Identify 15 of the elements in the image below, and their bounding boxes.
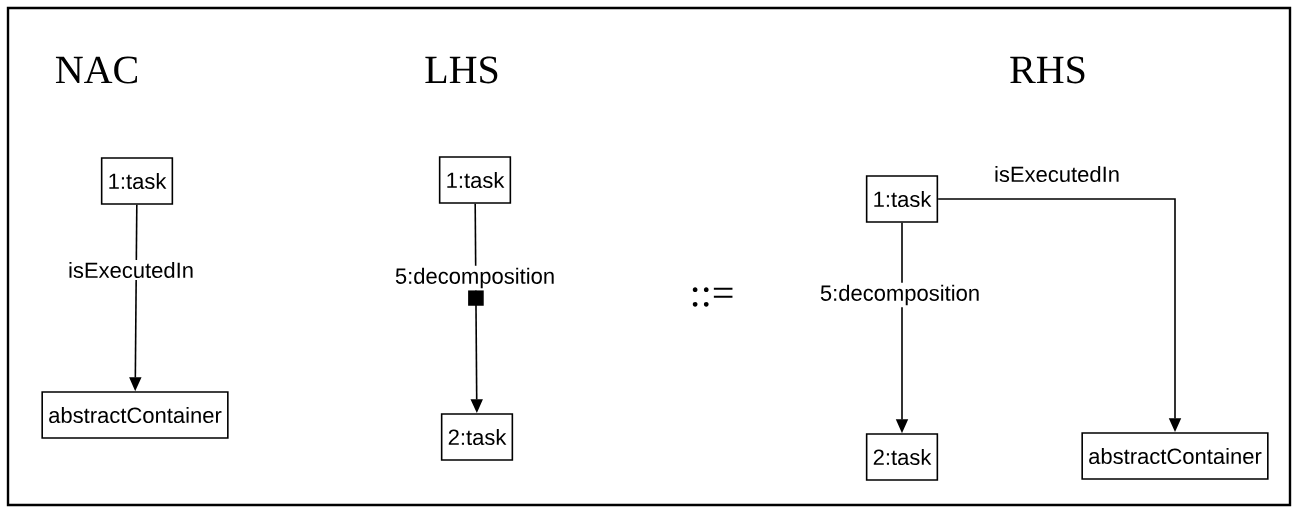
panel-heading: NAC [55,56,137,84]
panel-heading: RHS [1010,56,1085,84]
panel-heading: LHS [425,56,498,84]
class-box: 1:task [438,156,512,204]
class-box: abstractContainer [1081,432,1269,480]
edge-label: 5:decomposition [817,282,983,308]
class-box: 1:task [100,157,174,205]
class-box: 2:task [865,433,939,481]
edge-label: 5:decomposition [392,265,558,291]
edge-label: isExecutedIn [992,163,1122,185]
class-box: abstractContainer [41,391,229,439]
class-box: 2:task [440,413,514,461]
class-box: 1:task [865,175,939,223]
rule-symbol: ::= [692,287,733,307]
edge-label: isExecutedIn [66,259,196,281]
